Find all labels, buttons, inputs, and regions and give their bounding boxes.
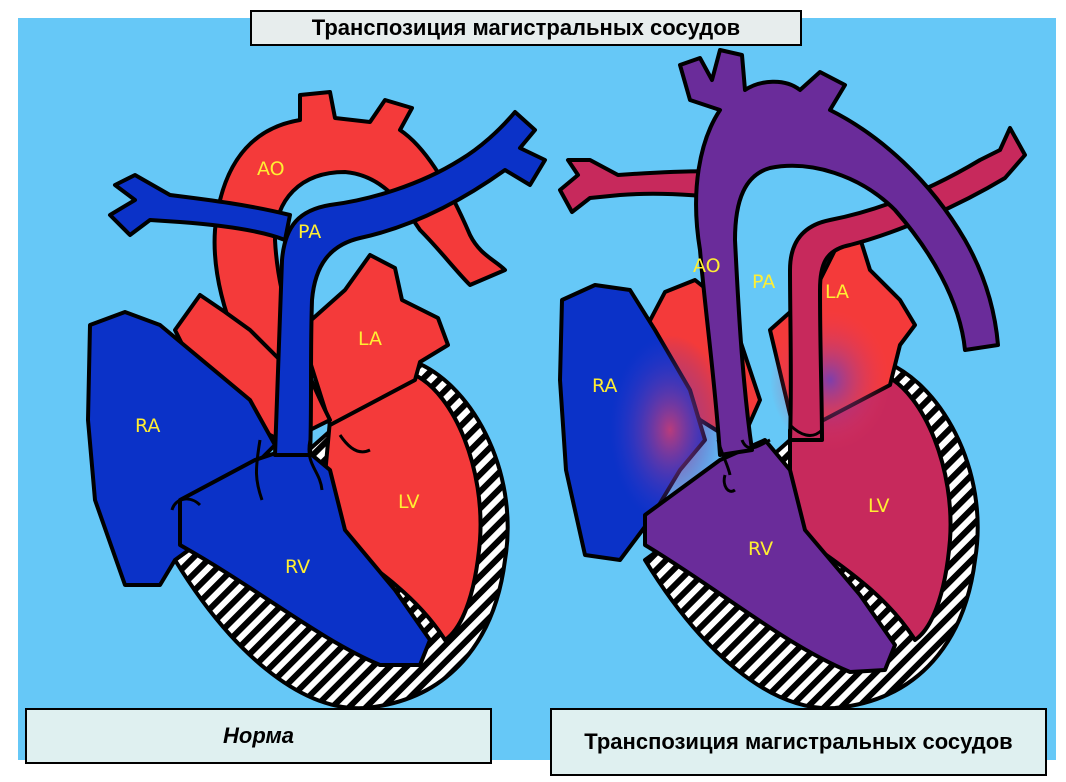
left-label-rv: RV bbox=[285, 556, 310, 578]
left-label-la: LA bbox=[358, 328, 382, 350]
right-label-pa: PA bbox=[752, 271, 775, 293]
left-label-lv: LV bbox=[398, 491, 420, 513]
right-label-rv: RV bbox=[748, 538, 773, 560]
right-label-ra: RA bbox=[592, 375, 617, 397]
right-label-ao: AO bbox=[693, 255, 721, 277]
mixing-cloud-right bbox=[770, 310, 890, 450]
left-label-ra: RA bbox=[135, 415, 160, 437]
diagram-title: Транспозиция магистральных сосудов bbox=[250, 10, 802, 46]
left-caption-normal: Норма bbox=[25, 708, 492, 764]
left-label-ao: AO bbox=[257, 158, 285, 180]
left-label-pa: PA bbox=[298, 221, 321, 243]
right-label-lv: LV bbox=[868, 495, 890, 517]
right-label-la: LA bbox=[825, 281, 849, 303]
right-caption-transposition: Транспозиция магистральных сосудов bbox=[550, 708, 1047, 776]
